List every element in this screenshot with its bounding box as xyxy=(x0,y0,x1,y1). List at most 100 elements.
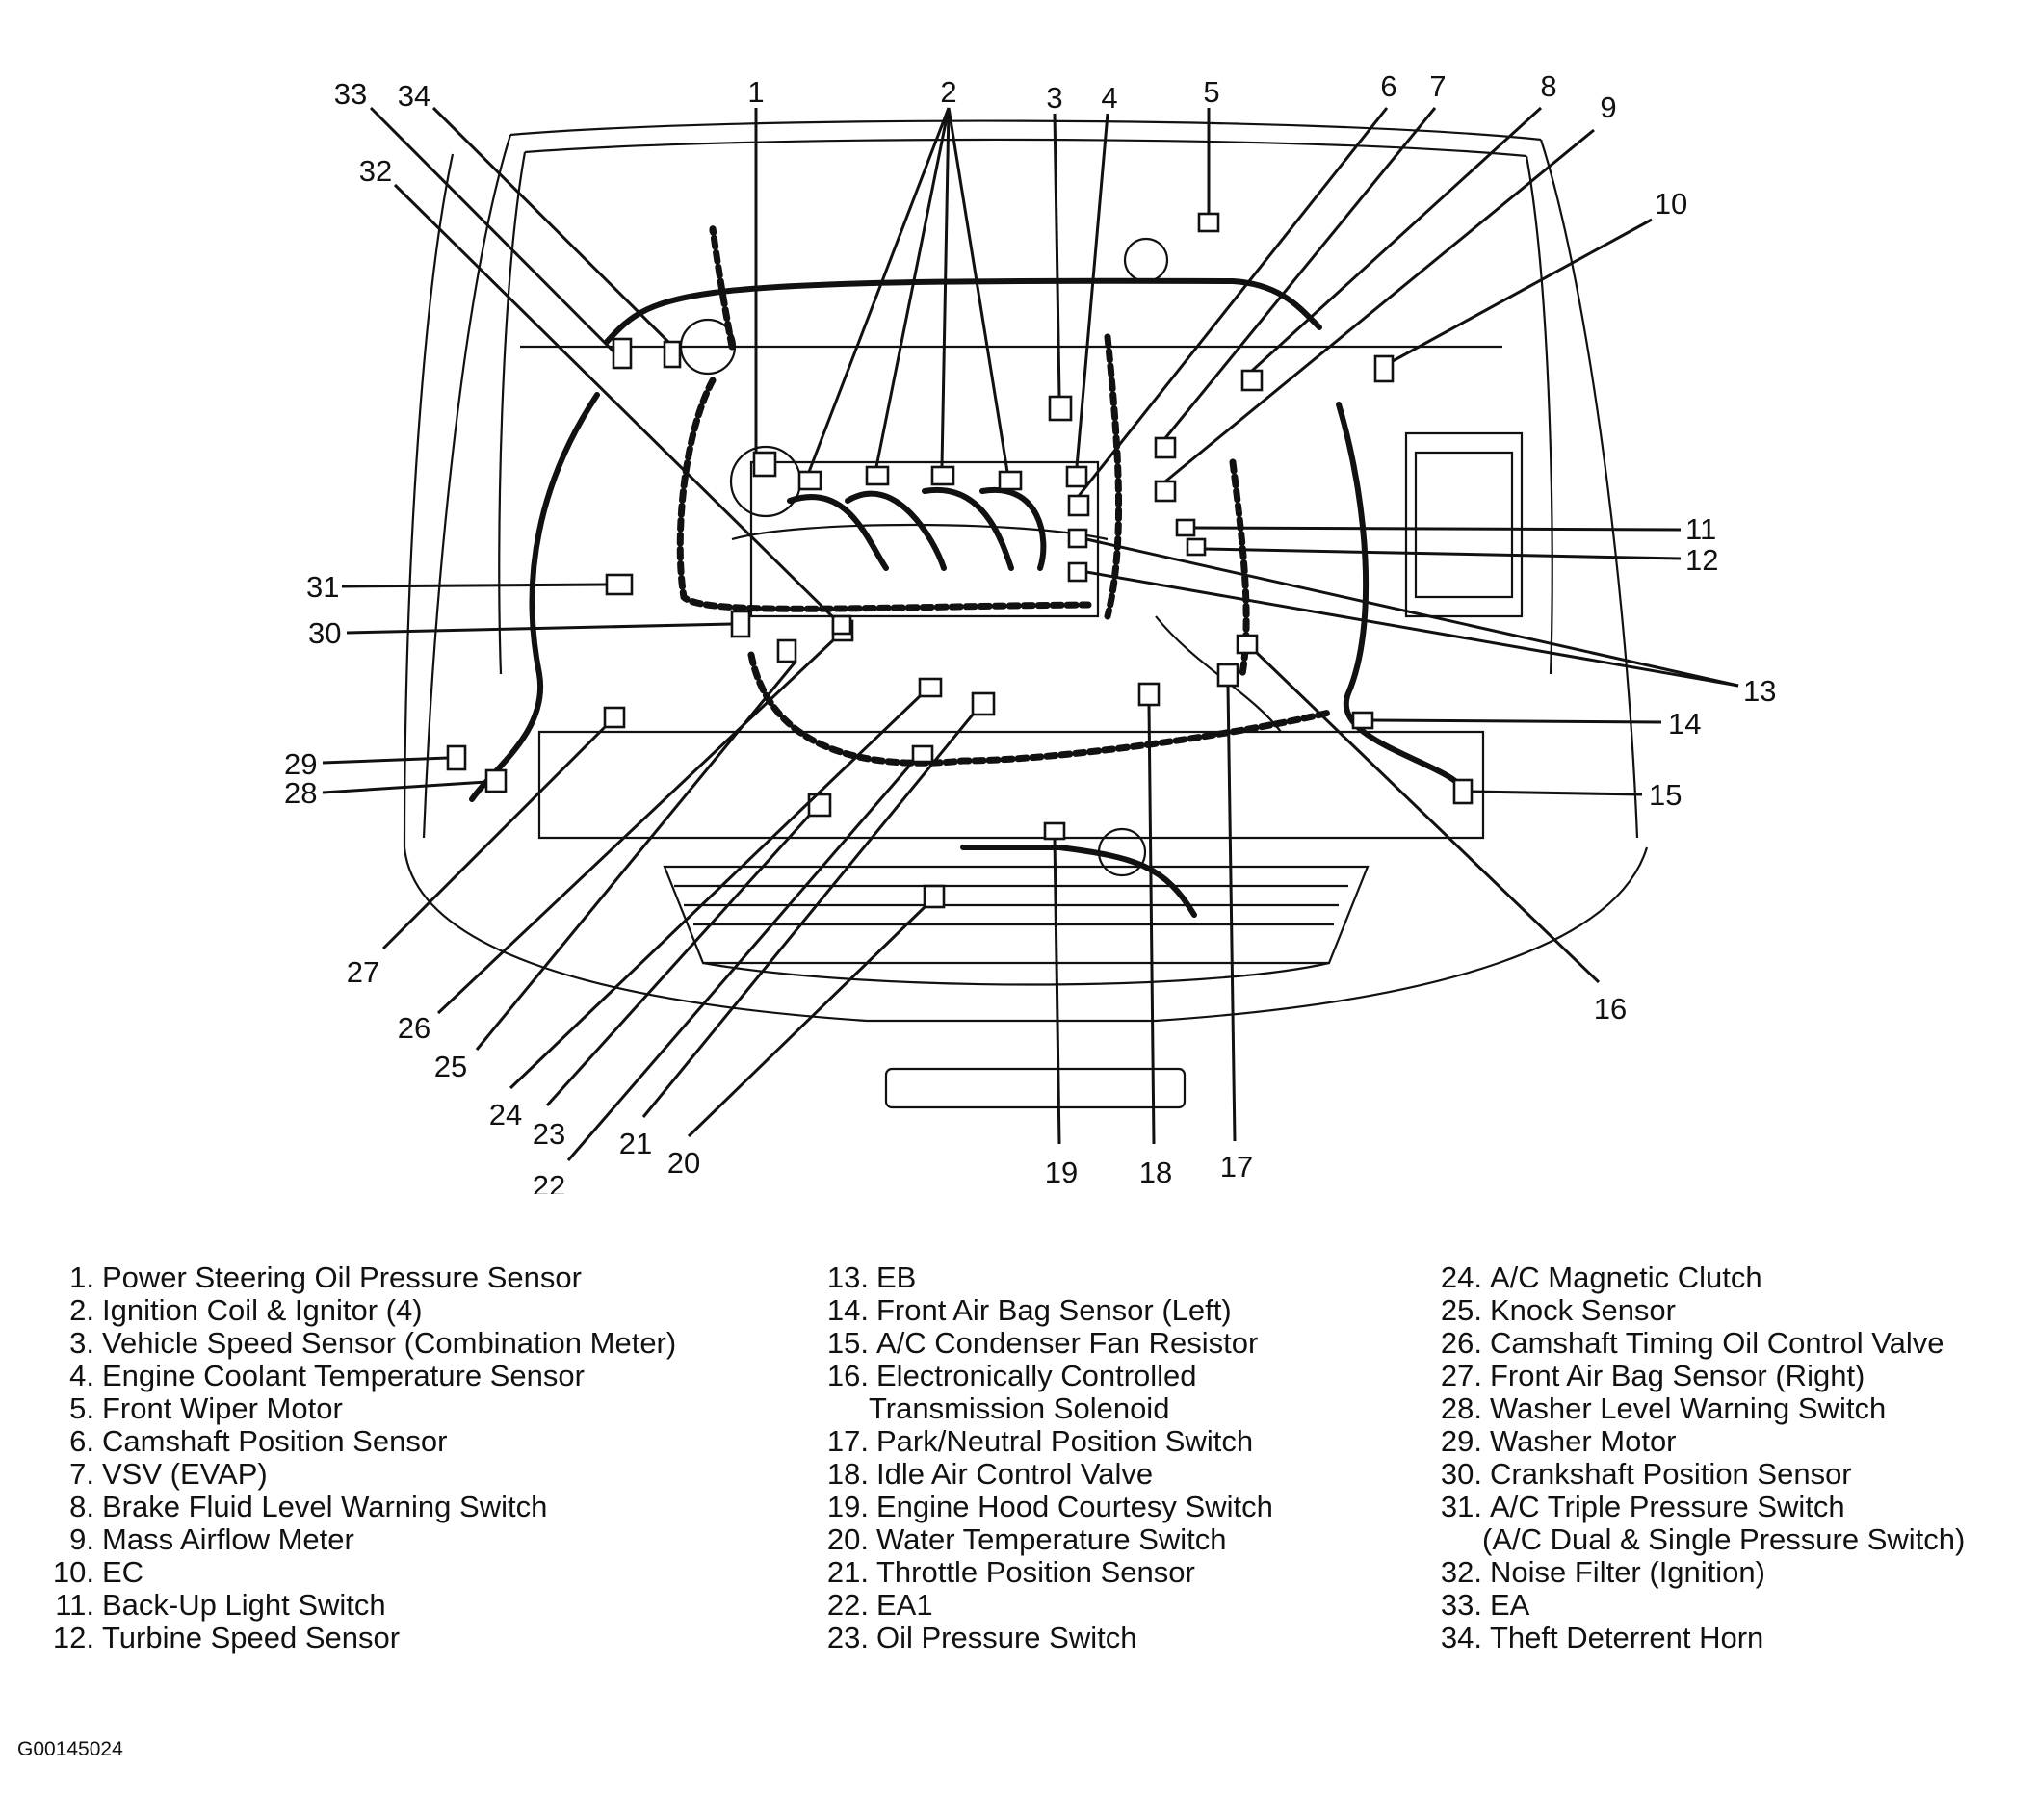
legend-item: 4.Engine Coolant Temperature Sensor xyxy=(69,1359,585,1392)
callout-3: 3 xyxy=(1046,81,1062,115)
legend-item: 16.Electronically Controlled xyxy=(826,1359,1197,1392)
callout-15: 15 xyxy=(1649,778,1682,812)
connector-27 xyxy=(603,706,626,729)
callout-24: 24 xyxy=(489,1098,522,1131)
callout-26: 26 xyxy=(398,1011,430,1045)
callout-28: 28 xyxy=(284,776,317,810)
legend-item-continuation: (A/C Dual & Single Pressure Switch) xyxy=(1482,1522,1966,1556)
connector-2b xyxy=(865,465,890,486)
connector-8 xyxy=(1240,369,1264,392)
connector-20 xyxy=(923,884,946,909)
callout-10: 10 xyxy=(1655,187,1687,221)
callout-4: 4 xyxy=(1101,81,1117,115)
legend-item: 11.Back-Up Light Switch xyxy=(55,1588,386,1622)
connector-30 xyxy=(730,610,751,638)
connector-28 xyxy=(484,768,508,793)
connector-31 xyxy=(605,573,634,596)
legend-item: 30.Crankshaft Position Sensor xyxy=(1440,1457,1852,1491)
legend-item: 6.Camshaft Position Sensor xyxy=(69,1424,448,1458)
legend-item: 7.VSV (EVAP) xyxy=(69,1457,268,1491)
legend-item: 26.Camshaft Timing Oil Control Valve xyxy=(1440,1326,1944,1360)
connector-13b xyxy=(1067,561,1088,583)
legend-item: 34.Theft Deterrent Horn xyxy=(1440,1621,1764,1654)
connector-2a xyxy=(797,470,822,491)
connector-21 xyxy=(971,691,996,716)
callout-2: 2 xyxy=(940,75,956,109)
legend-item: 17.Park/Neutral Position Switch xyxy=(826,1424,1254,1458)
connector-18 xyxy=(1137,682,1161,707)
legend-item: 2.Ignition Coil & Ignitor (4) xyxy=(69,1293,423,1327)
connector-1 xyxy=(752,451,777,478)
connector-2d xyxy=(998,470,1023,491)
connector-25 xyxy=(776,638,797,663)
legend-item: 21.Throttle Position Sensor xyxy=(826,1555,1195,1589)
callout-18: 18 xyxy=(1139,1156,1172,1189)
connector-4 xyxy=(1065,465,1088,488)
legend-item: 18.Idle Air Control Valve xyxy=(826,1457,1154,1491)
callout-13: 13 xyxy=(1743,674,1776,708)
callout-11: 11 xyxy=(1685,512,1716,546)
legend-item: 22.EA1 xyxy=(826,1588,933,1622)
legend-item: 15.A/C Condenser Fan Resistor xyxy=(826,1326,1259,1360)
connector-7 xyxy=(1154,436,1177,459)
connector-2c xyxy=(930,465,955,486)
legend-item: 9.Mass Airflow Meter xyxy=(69,1522,354,1556)
legend-item: 33.EA xyxy=(1440,1588,1530,1622)
connector-29 xyxy=(446,744,467,771)
callout-20: 20 xyxy=(667,1146,700,1180)
leader-lines xyxy=(322,106,1739,1161)
connector-23 xyxy=(807,793,832,818)
legend-item: 5.Front Wiper Motor xyxy=(69,1391,343,1425)
legend-column-1: 1.Power Steering Oil Pressure Sensor 2.I… xyxy=(39,1261,676,1654)
legend-column-2: 13.EB 14.Front Air Bag Sensor (Left) 15.… xyxy=(807,1261,1273,1654)
connector-34 xyxy=(663,340,682,369)
connector-16 xyxy=(1236,634,1259,655)
connector-3 xyxy=(1048,395,1073,422)
callout-8: 8 xyxy=(1540,69,1556,103)
legend-item: 23.Oil Pressure Switch xyxy=(826,1621,1137,1654)
callout-12: 12 xyxy=(1685,543,1718,577)
legend-item: 8.Brake Fluid Level Warning Switch xyxy=(69,1490,548,1523)
legend-item: 13.EB xyxy=(826,1261,917,1294)
connector-11 xyxy=(1175,518,1196,537)
legend-item: 14.Front Air Bag Sensor (Left) xyxy=(826,1293,1232,1327)
callout-33: 33 xyxy=(334,77,367,111)
figure-id: G00145024 xyxy=(17,1738,123,1760)
legend-item: 28.Washer Level Warning Switch xyxy=(1440,1391,1887,1425)
connector-14 xyxy=(1351,711,1374,730)
callout-7: 7 xyxy=(1429,69,1446,103)
callout-34: 34 xyxy=(398,79,430,113)
connector-24 xyxy=(918,677,943,698)
callout-5: 5 xyxy=(1203,75,1219,109)
callout-27: 27 xyxy=(347,955,379,989)
connector-19 xyxy=(1043,821,1066,841)
legend-item: 24.A/C Magnetic Clutch xyxy=(1440,1261,1762,1294)
callout-6: 6 xyxy=(1380,69,1396,103)
legend-item: 3.Vehicle Speed Sensor (Combination Mete… xyxy=(69,1326,677,1360)
legend-item: 20.Water Temperature Switch xyxy=(826,1522,1227,1556)
connector-17 xyxy=(1216,663,1239,688)
callout-1: 1 xyxy=(747,75,764,109)
connector-6 xyxy=(1067,494,1090,517)
engine-bay-outline xyxy=(403,119,1649,1109)
wiring-harness xyxy=(469,225,1467,918)
legend-item: 32.Noise Filter (Ignition) xyxy=(1440,1555,1765,1589)
connector-5 xyxy=(1197,212,1220,233)
callout-30: 30 xyxy=(308,616,341,650)
callout-17: 17 xyxy=(1220,1150,1253,1183)
callout-23: 23 xyxy=(533,1117,565,1151)
callout-numbers: 1 2 3 4 5 6 7 8 9 10 11 12 13 14 15 16 1… xyxy=(284,69,1776,1194)
callout-16: 16 xyxy=(1594,992,1627,1026)
callout-29: 29 xyxy=(284,747,317,781)
legend-item: 12.Turbine Speed Sensor xyxy=(52,1621,401,1654)
callout-19: 19 xyxy=(1045,1156,1078,1189)
callout-31: 31 xyxy=(306,570,339,604)
legend-item: 19.Engine Hood Courtesy Switch xyxy=(826,1490,1273,1523)
connector-33 xyxy=(612,337,633,370)
legend-item: 10.EC xyxy=(52,1555,144,1589)
connector-22 xyxy=(911,744,934,764)
legend-item: 27.Front Air Bag Sensor (Right) xyxy=(1440,1359,1865,1392)
callout-22: 22 xyxy=(533,1169,565,1194)
legend-column-3: 24.A/C Magnetic Clutch 25.Knock Sensor 2… xyxy=(1421,1261,1965,1654)
connector-12 xyxy=(1186,537,1207,557)
